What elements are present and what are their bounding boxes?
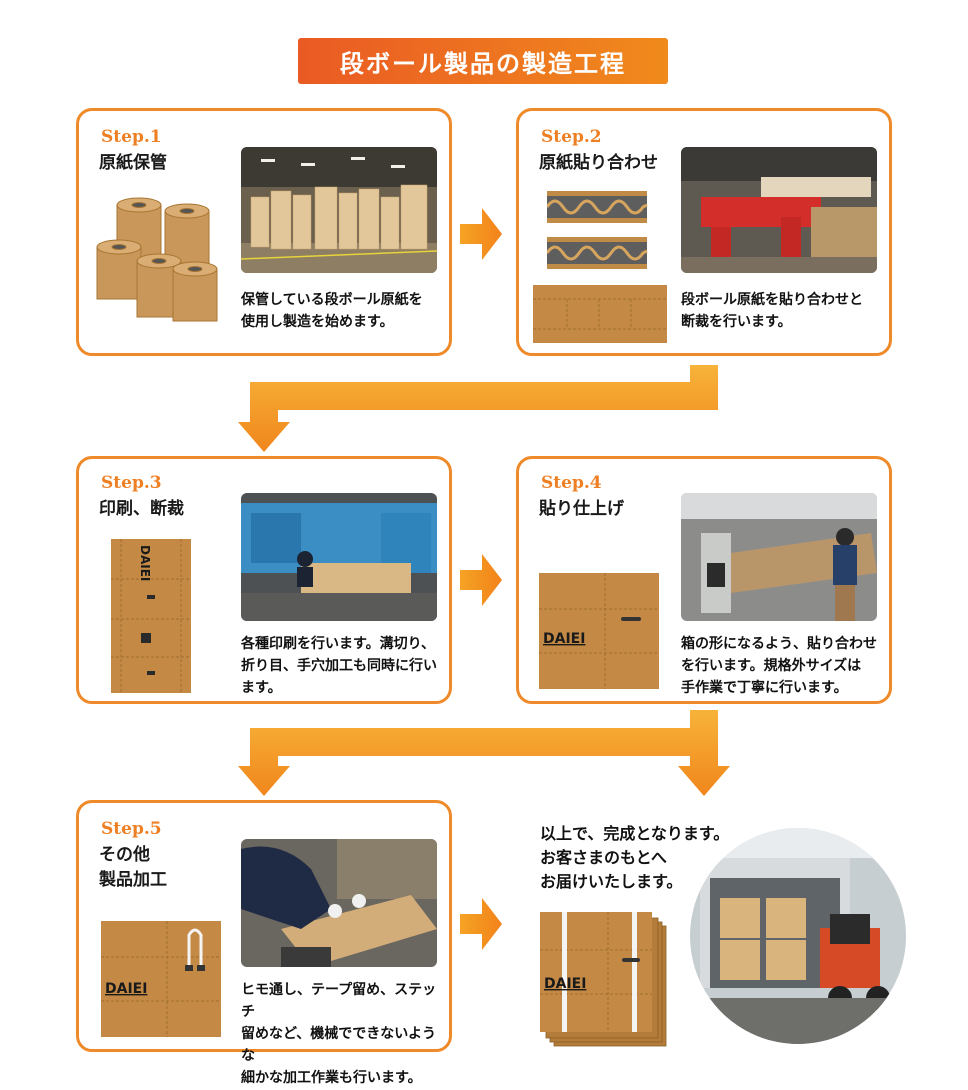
laminator-photo <box>681 147 877 273</box>
printed-brand-rotated: DAIEI <box>138 545 152 581</box>
step-5-desc-line-1: ヒモ通し、テープ留め、ステッチ <box>241 982 437 1020</box>
printed-sheet-illustration: DAIEI <box>111 539 191 693</box>
step-3-name: 印刷、断裁 <box>99 499 184 519</box>
handle-box-illustration: DAIEI <box>101 921 221 1037</box>
step-4-desc: 箱の形になるよう、貼り合わせ を行います。規格外サイズは 手作業で丁寧に行います… <box>681 633 877 699</box>
step-4-desc-line-1: 箱の形になるよう、貼り合わせ <box>681 636 877 652</box>
step-4-label: Step.4 <box>541 473 602 493</box>
final-message: 以上で、完成となります。 お客さまのもとへ お届けいたします。 <box>540 822 729 894</box>
step-2-desc: 段ボール原紙を貼り合わせと 断裁を行います。 <box>681 289 863 333</box>
step-5-desc: ヒモ通し、テープ留め、ステッチ 留めなど、機械でできないような 細かな加工作業も… <box>241 979 449 1089</box>
box-brand-final: DAIEI <box>544 976 586 992</box>
taping-work-photo <box>241 839 437 967</box>
step-3-card: Step.3 印刷、断裁 DAIEI 各種印刷を行います。溝切り、 折り目、手穴… <box>76 456 452 704</box>
step-2-desc-line-2: 断裁を行います。 <box>681 314 792 330</box>
step-3-desc: 各種印刷を行います。溝切り、 折り目、手穴加工も同時に行い ます。 <box>241 633 437 699</box>
step-5-name-line-2: 製品加工 <box>99 870 167 890</box>
step-5-desc-line-2: 留めなど、機械でできないような <box>241 1026 437 1064</box>
step-1-name: 原紙保管 <box>99 153 167 173</box>
step-1-desc-line-1: 保管している段ボール原紙を <box>241 292 423 308</box>
box-brand-step5: DAIEI <box>105 981 147 997</box>
arrow-right-1 <box>460 208 502 260</box>
step-1-card: Step.1 原紙保管 保管している段ボール原紙を 使用し製造を始めます。 <box>76 108 452 356</box>
step-3-desc-line-3: ます。 <box>241 680 282 696</box>
step-5-card: Step.5 その他 製品加工 DAIEI ヒモ通し、テープ留め、ステッチ 留め… <box>76 800 452 1086</box>
page-title: 段ボール製品の製造工程 <box>298 38 668 84</box>
step-1-desc: 保管している段ボール原紙を 使用し製造を始めます。 <box>241 289 423 333</box>
paper-rolls-illustration <box>96 197 218 322</box>
step-3-label: Step.3 <box>101 473 162 493</box>
gluing-line-photo <box>681 493 877 621</box>
step-1-desc-line-2: 使用し製造を始めます。 <box>241 314 394 330</box>
step-4-desc-line-2: を行います。規格外サイズは <box>681 658 862 674</box>
arrow-down-connector-1 <box>238 365 718 452</box>
step-4-name: 貼り仕上げ <box>539 499 624 519</box>
step-3-desc-line-1: 各種印刷を行います。溝切り、 <box>241 636 436 652</box>
step-3-desc-line-2: 折り目、手穴加工も同時に行い <box>241 658 437 674</box>
step-2-card: Step.2 原紙貼り合わせ 段ボール原紙を貼り合わせと 断裁を行い <box>516 108 892 356</box>
arrow-right-2 <box>460 554 502 606</box>
arrow-down-connector-2 <box>238 710 730 796</box>
arrow-right-3 <box>460 898 502 950</box>
box-brand-step4: DAIEI <box>543 631 585 647</box>
printing-machine-photo <box>241 493 437 621</box>
final-line-1: 以上で、完成となります。 <box>540 824 730 843</box>
step-4-desc-line-3: 手作業で丁寧に行います。 <box>681 680 848 696</box>
step-5-label: Step.5 <box>101 819 162 839</box>
corrugated-layers-illustration <box>547 191 648 269</box>
final-line-2: お客さまのもとへ <box>540 848 667 867</box>
final-line-3: お届けいたします。 <box>540 872 683 891</box>
step-4-card: Step.4 貼り仕上げ DAIEI 箱の形になるよう、貼り合わせ を行います。… <box>516 456 892 704</box>
step-2-name: 原紙貼り合わせ <box>539 153 658 173</box>
cut-sheet-illustration <box>533 285 667 343</box>
step-5-name: その他 製品加工 <box>99 843 167 893</box>
step-2-label: Step.2 <box>541 127 602 147</box>
folded-box-illustration: DAIEI <box>539 573 659 689</box>
truck-loading-photo <box>690 828 906 1044</box>
step-5-name-line-1: その他 <box>99 845 150 865</box>
step-2-desc-line-1: 段ボール原紙を貼り合わせと <box>681 292 863 308</box>
warehouse-photo <box>241 147 437 273</box>
finished-box-stack-illustration: DAIEI <box>540 912 667 1047</box>
step-1-label: Step.1 <box>101 127 162 147</box>
step-5-desc-line-3: 細かな加工作業も行います。 <box>241 1070 422 1086</box>
